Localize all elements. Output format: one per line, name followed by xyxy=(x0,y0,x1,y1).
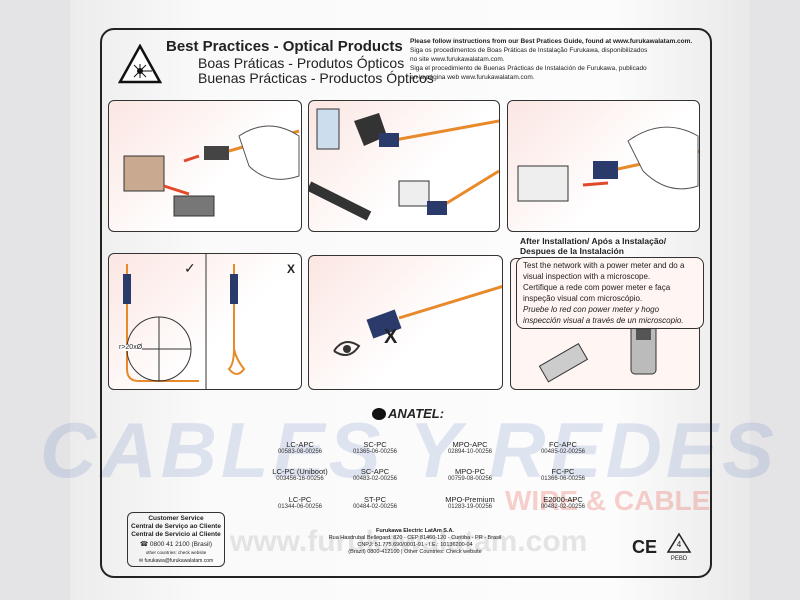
cert-name: MPO-PC xyxy=(455,467,485,476)
company-address: Rua Hasdrubal Bellegard, 820 - CEP 81460… xyxy=(328,535,502,541)
company-info: Furukawa Electric LatAm S.A. Rua Hasdrub… xyxy=(300,528,530,556)
anatel-logo: ANATEL: xyxy=(372,406,444,421)
cs-title-es: Central de Servicio al Cliente xyxy=(131,531,221,538)
cert-code: 02894-10-00256 xyxy=(447,449,493,455)
instruction-en: Please follow instructions from our Best… xyxy=(410,38,693,45)
bend-radius-illustration xyxy=(123,254,246,389)
panel-insertion xyxy=(507,100,700,232)
cleaning-illustration xyxy=(309,108,499,221)
cert-name: SC-APC xyxy=(360,467,390,476)
cert-code: 00759-08-00256 xyxy=(447,476,493,482)
cert-name: FC-APC xyxy=(549,440,577,449)
panel-cap-removal xyxy=(108,100,302,232)
do-not-look-x-icon: X xyxy=(384,326,398,348)
recycle-number: 4 xyxy=(676,540,682,549)
cert-code: 00482-02-00256 xyxy=(540,504,586,510)
cs-email: furukawa@furukawalatam.com xyxy=(144,558,214,564)
certification-item: LC-PC (Uniboot)003456-16-00256 xyxy=(245,467,355,482)
cert-name: LC-PC (Uniboot) xyxy=(272,467,328,476)
after-title-2: Despues de la Instalación xyxy=(520,246,624,256)
after-title-1: After Installation/ Após a Instalação/ xyxy=(520,236,667,246)
connector-illustration xyxy=(123,125,300,217)
instruction-es-2: en la página web www.furukawalatam.com. xyxy=(410,74,535,81)
cert-code: 01283-19-00256 xyxy=(447,504,493,510)
cert-code: 01365-06-00256 xyxy=(352,449,398,455)
cert-name: LC-APC xyxy=(286,440,314,449)
anatel-icon xyxy=(372,407,386,420)
after-installation-title: After Installation/ Após a Instalação/De… xyxy=(520,236,666,256)
recycle-label: PEBD xyxy=(670,556,688,562)
cs-phone: 0800 41 2100 (Brasil) xyxy=(149,541,213,548)
cert-code: 01344-06-00256 xyxy=(277,504,323,510)
cs-title-pt: Central de Serviço ao Cliente xyxy=(131,523,221,530)
testing-note: Test the network with a power meter and … xyxy=(516,257,704,329)
cert-code: 003456-16-00256 xyxy=(276,476,324,482)
correct-check-icon: ✓ xyxy=(184,260,196,276)
title-pt: Boas Práticas - Produtos Ópticos xyxy=(198,55,405,71)
cert-name: ST-PC xyxy=(363,495,387,504)
note-pt: Certifique a rede com power meter e faça… xyxy=(523,283,671,303)
company-ids: CNPJ: 51.775.690/0001-91 - I.E.: 1013620… xyxy=(357,542,473,548)
cert-name: FC-PC xyxy=(551,467,575,476)
bend-radius-label: r>20xØ xyxy=(119,344,143,351)
customer-service-box: Customer Service Central de Serviço ao C… xyxy=(127,512,225,567)
ce-mark: CE xyxy=(632,537,658,557)
company-name: Furukawa Electric LatAm S.A. xyxy=(376,528,454,534)
anatel-label: ANATEL: xyxy=(388,406,445,421)
watermark: CABLES Y REDES xyxy=(40,406,778,494)
panel-cleaning xyxy=(308,100,500,232)
cert-code: 00583-08-00256 xyxy=(277,449,323,455)
cert-name: SC-PC xyxy=(363,440,387,449)
note-es: Pruebe lo red con power meter y hogo ins… xyxy=(523,305,684,325)
email-icon: ✉ xyxy=(138,558,145,564)
cert-name: MPO-Premium xyxy=(445,495,495,504)
watermark-url: www.furukawalatam.com xyxy=(230,525,588,558)
panel-bend-radius: ✓ X r>20xØ xyxy=(108,253,302,390)
instructions: Please follow instructions from our Best… xyxy=(410,37,710,82)
label-frame xyxy=(100,28,712,578)
incorrect-x-icon: X xyxy=(287,262,296,276)
title-es: Buenas Prácticas - Productos Ópticos xyxy=(198,70,434,86)
watermark-sub: WIRE & CABLE xyxy=(505,485,711,516)
title-en: Best Practices - Optical Products xyxy=(166,38,403,55)
instruction-es-1: Siga el procedimiento de Buenas Práctica… xyxy=(410,65,647,72)
cert-code: 00484-02-00256 xyxy=(352,504,398,510)
cert-code: 01366-06-00256 xyxy=(540,476,586,482)
insertion-illustration xyxy=(517,126,699,202)
cert-name: E2000-APC xyxy=(543,495,583,504)
company-phone: (Brazil) 0800-412100 | Other Countries: … xyxy=(348,549,482,555)
cert-name: MPO-APC xyxy=(452,440,488,449)
phone-icon: ☎ xyxy=(139,541,150,548)
cs-title-en: Customer Service xyxy=(148,515,204,522)
laser-warning-icon xyxy=(118,44,162,84)
cert-code: 00483-02-00256 xyxy=(352,476,398,482)
panel-eye-warning: X xyxy=(308,255,503,390)
instruction-pt-1: Siga os procedimentos de Boas Práticas d… xyxy=(410,47,648,54)
cs-other: other countries: check website xyxy=(145,550,207,555)
cert-code: 00485-02-00256 xyxy=(540,449,586,455)
instruction-pt-2: no site www.furukawalatam.com. xyxy=(410,56,505,63)
eye-fiber-illustration xyxy=(333,285,502,356)
note-en: Test the network with a power meter and … xyxy=(523,261,685,281)
cert-name: LC-PC xyxy=(288,495,312,504)
